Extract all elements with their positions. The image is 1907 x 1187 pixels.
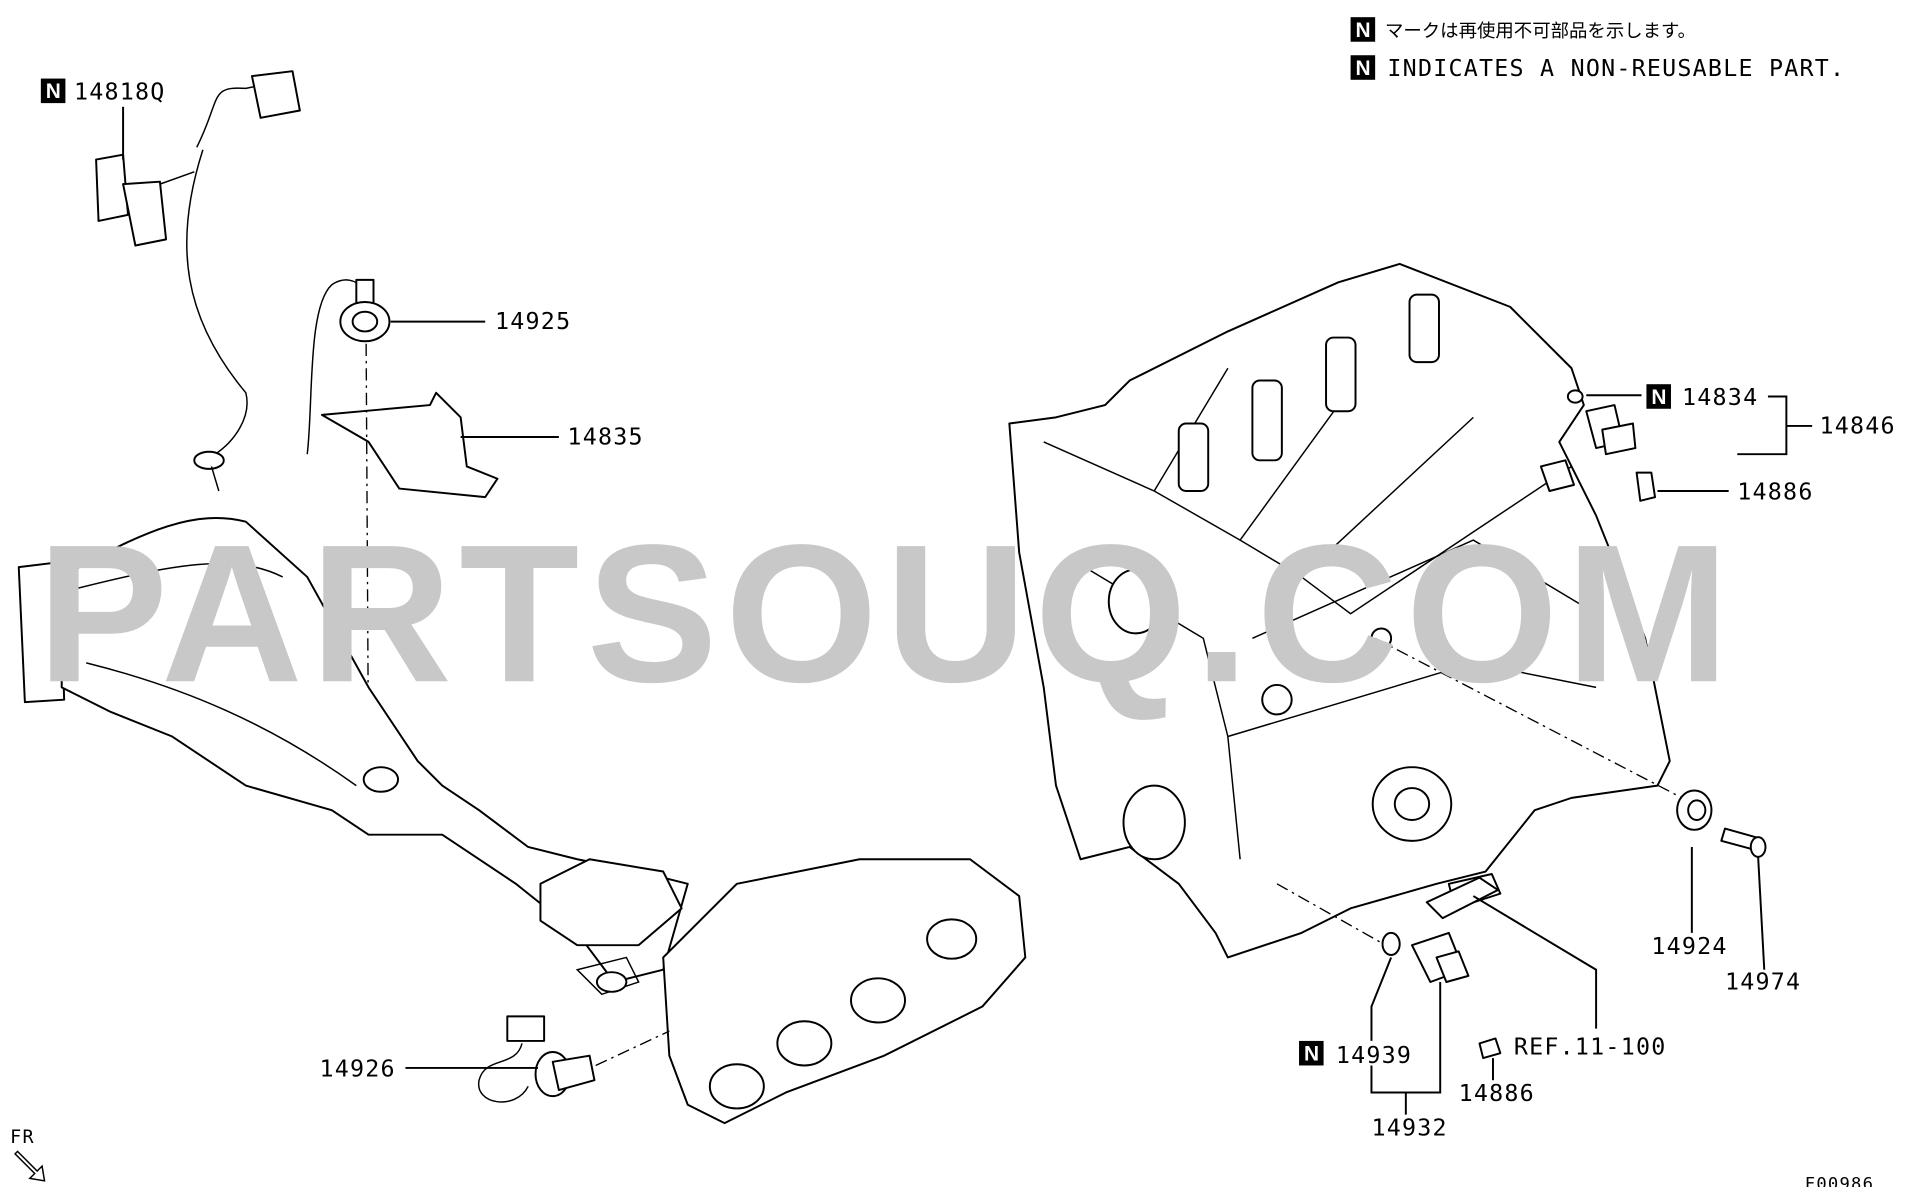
callout-14886[interactable]: 14886: [1459, 1080, 1535, 1107]
engine-block: [1008, 262, 1683, 959]
non-reusable-mark-icon: [1299, 1040, 1324, 1066]
part-number[interactable]: 14834: [1682, 384, 1758, 411]
non-reusable-mark-icon: [40, 78, 66, 104]
callout-14974[interactable]: 14974: [1725, 968, 1801, 995]
part-number[interactable]: 14818Q: [74, 78, 166, 105]
oxygen-sensor-14926: [478, 1015, 670, 1103]
non-reusable-mark-icon: [1350, 17, 1376, 42]
legend-mark: N: [1356, 19, 1371, 42]
callout-14846[interactable]: 14846: [1820, 412, 1896, 439]
exhaust-manifold: [17, 517, 1027, 1125]
part-number[interactable]: 14939: [1336, 1042, 1412, 1069]
legend-english: INDICATES A NON-REUSABLE PART.: [1387, 55, 1845, 82]
oxygen-sensor-14925: [306, 278, 391, 455]
front-direction-indicator: FR: [10, 1127, 46, 1182]
callout-14925[interactable]: 14925: [495, 308, 571, 335]
mark-text: N: [1651, 386, 1666, 409]
callout-14932[interactable]: 14932: [1371, 1114, 1447, 1141]
mark-text: N: [1304, 1043, 1319, 1066]
callout-14926[interactable]: 14926: [319, 1056, 395, 1083]
legend-japanese: マークは再使用不可部品を示します。: [1385, 21, 1696, 42]
callout-14886[interactable]: 14886: [1737, 479, 1813, 506]
watermark: PARTSOUQ.COM: [37, 503, 1737, 723]
assembly-line: [365, 343, 370, 774]
arrow-icon: [14, 1150, 46, 1182]
direction-label: FR: [10, 1127, 35, 1148]
harness-14818q: [95, 70, 301, 492]
mark-text: N: [46, 80, 61, 103]
callout-14924[interactable]: 14924: [1651, 933, 1727, 960]
bracket-14835: [320, 391, 499, 499]
figure-code: F00986: [1805, 1174, 1874, 1187]
legend-mark: N: [1356, 57, 1371, 80]
callout-14835[interactable]: 14835: [567, 423, 643, 450]
non-reusable-mark-icon: [1350, 55, 1376, 80]
cam-sensor-14932: [1381, 876, 1502, 1060]
callout-14834[interactable]: N 14834: [1646, 384, 1758, 411]
legend: N マークは再使用不可部品を示します。 N INDICATES A NON-RE…: [1350, 17, 1845, 82]
knock-sensor-14924: [1676, 789, 1767, 858]
callout-14939[interactable]: N 14939: [1299, 1040, 1412, 1069]
leader-lines: [122, 106, 1813, 1115]
callout-14818q[interactable]: N 14818Q: [40, 78, 166, 105]
callout-ref-11-100[interactable]: REF.11-100: [1514, 1033, 1667, 1060]
non-reusable-mark-icon: [1646, 384, 1671, 409]
camshaft-journals: [1177, 293, 1440, 492]
crank-sensor-14846: [1566, 389, 1657, 502]
